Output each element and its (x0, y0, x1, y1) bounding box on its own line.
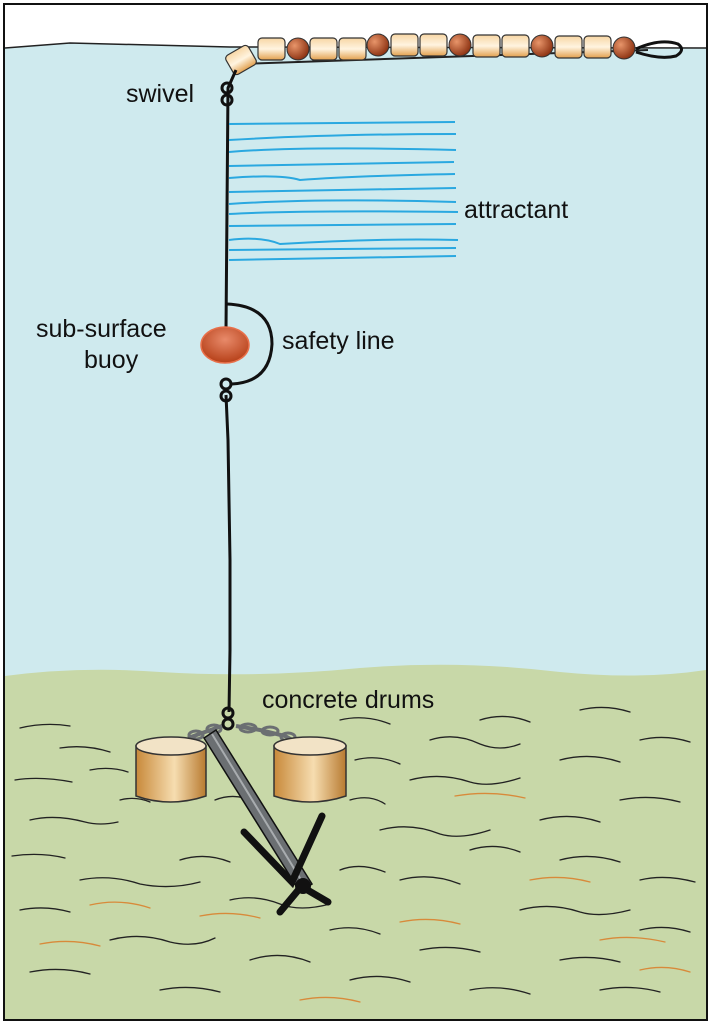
label-attractant: attractant (464, 196, 568, 224)
float (501, 34, 530, 58)
sediment-texture (11, 706, 696, 995)
label-buoy-line2: buoy (84, 346, 139, 374)
bottom-swivel (221, 706, 235, 731)
bead (366, 33, 390, 57)
bead (530, 34, 554, 58)
water (5, 43, 706, 680)
anchor (202, 728, 332, 916)
concrete-drum-left (135, 736, 207, 803)
float (419, 33, 448, 57)
label-safety-line: safety line (282, 327, 395, 355)
float (472, 34, 501, 58)
upper-swivel (220, 81, 234, 107)
float (309, 37, 338, 61)
sub-surface-buoy (200, 326, 250, 364)
concrete-drum-right (273, 736, 347, 803)
safety-line (226, 302, 274, 386)
sediment-texture-orange (39, 792, 691, 1003)
attractant-strands (228, 121, 459, 261)
label-concrete-drums: concrete drums (262, 686, 434, 714)
label-swivel: swivel (126, 80, 194, 108)
bead (286, 37, 310, 61)
float (257, 37, 286, 61)
bead (448, 33, 472, 57)
end-loop (635, 40, 683, 59)
float (554, 35, 583, 59)
float (583, 35, 612, 59)
bead (612, 36, 636, 60)
label-buoy-line1: sub-surface (36, 315, 167, 343)
mooring-line (224, 69, 238, 713)
float (225, 44, 257, 76)
float (338, 37, 367, 61)
float (390, 33, 419, 57)
surface-float-line (225, 33, 683, 76)
lower-swivel (219, 377, 233, 403)
